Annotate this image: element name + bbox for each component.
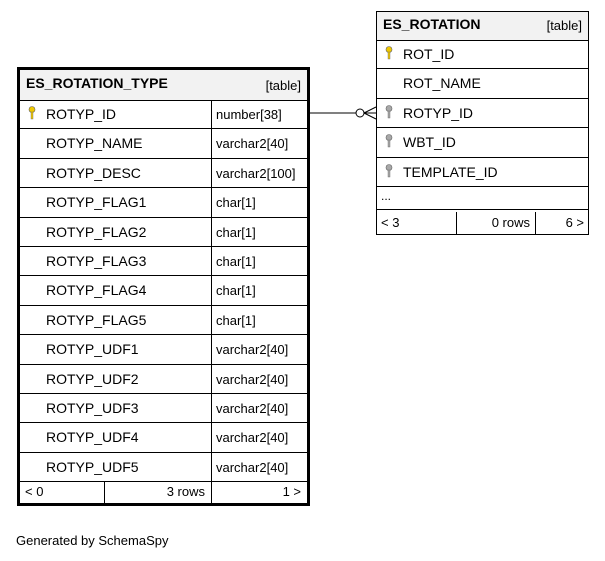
column-type: varchar2[40] bbox=[216, 459, 289, 475]
column-row[interactable]: ROTYP_ID number[38] bbox=[20, 100, 307, 130]
column-divider bbox=[211, 305, 212, 335]
column-name: ROTYP_UDF3 bbox=[46, 400, 139, 416]
column-name: ROTYP_DESC bbox=[46, 164, 141, 181]
foreign-key-icon bbox=[385, 163, 393, 177]
column-type: char[1] bbox=[216, 312, 256, 328]
column-divider bbox=[211, 100, 212, 129]
parent-count[interactable]: < 3 bbox=[381, 215, 400, 230]
table-es-rotation-type[interactable]: ES_ROTATION_TYPE [table] ROTYP_ID number[… bbox=[17, 67, 310, 506]
column-name: ROTYP_FLAG3 bbox=[46, 253, 147, 269]
column-row[interactable]: ROT_ID bbox=[377, 40, 588, 70]
generated-by-credit: Generated by SchemaSpy bbox=[16, 533, 169, 548]
column-row[interactable]: TEMPLATE_ID bbox=[377, 158, 588, 187]
table-header: ES_ROTATION_TYPE [table] bbox=[20, 70, 307, 101]
column-type: number[38] bbox=[216, 107, 282, 122]
column-row[interactable]: ROTYP_DESC varchar2[100] bbox=[20, 158, 307, 189]
column-type: char[1] bbox=[216, 283, 256, 299]
column-type: char[1] bbox=[216, 224, 256, 240]
column-row[interactable]: ROTYP_FLAG1 char[1] bbox=[20, 188, 307, 218]
table-kind: [table] bbox=[265, 78, 301, 93]
column-name: ROTYP_FLAG1 bbox=[46, 194, 147, 211]
column-divider bbox=[211, 217, 212, 246]
ellipsis: ... bbox=[381, 189, 392, 203]
column-name: ROTYP_ID bbox=[46, 106, 117, 122]
footer-divider bbox=[211, 481, 212, 503]
column-row[interactable]: WBT_ID bbox=[377, 128, 588, 158]
column-name: ROTYP_UDF2 bbox=[46, 370, 139, 387]
primary-key-icon bbox=[28, 106, 36, 120]
column-row[interactable]: ROTYP_FLAG5 char[1] bbox=[20, 305, 307, 336]
column-row[interactable]: ROTYP_UDF3 varchar2[40] bbox=[20, 394, 307, 424]
column-name: ROT_ID bbox=[403, 46, 455, 62]
column-row[interactable]: ROTYP_UDF2 varchar2[40] bbox=[20, 364, 307, 394]
primary-key-icon bbox=[385, 46, 393, 60]
column-row[interactable]: ROT_NAME bbox=[377, 69, 588, 99]
column-name: ROTYP_UDF5 bbox=[46, 458, 139, 475]
column-divider bbox=[211, 276, 212, 305]
column-divider bbox=[211, 188, 212, 217]
column-row[interactable]: ROTYP_NAME varchar2[40] bbox=[20, 129, 307, 159]
row-count: 3 rows bbox=[166, 484, 205, 499]
crowfoot-upper bbox=[363, 106, 377, 114]
column-divider bbox=[211, 247, 212, 276]
column-type: varchar2[100] bbox=[216, 165, 296, 181]
foreign-key-icon bbox=[385, 104, 393, 118]
table-name: ES_ROTATION bbox=[383, 16, 481, 32]
table-es-rotation[interactable]: ES_ROTATION [table] ROT_ID ROT_NAME ROTYP_… bbox=[376, 11, 589, 235]
crowfoot-lower bbox=[363, 112, 377, 120]
table-name: ES_ROTATION_TYPE bbox=[26, 75, 168, 91]
child-count[interactable]: 1 > bbox=[282, 484, 301, 499]
column-row[interactable]: ROTYP_FLAG3 char[1] bbox=[20, 247, 307, 277]
column-divider bbox=[211, 364, 212, 393]
column-type: varchar2[40] bbox=[216, 342, 289, 358]
column-row[interactable]: ROTYP_FLAG4 char[1] bbox=[20, 276, 307, 306]
parent-count[interactable]: < 0 bbox=[25, 484, 44, 499]
column-type: varchar2[40] bbox=[216, 430, 289, 446]
column-name: ROTYP_ID bbox=[403, 104, 474, 121]
column-type: char[1] bbox=[216, 254, 256, 269]
column-name: ROTYP_FLAG5 bbox=[46, 311, 147, 328]
column-name: ROTYP_UDF4 bbox=[46, 429, 139, 446]
foreign-key-icon bbox=[385, 134, 393, 148]
column-name: WBT_ID bbox=[403, 134, 456, 151]
table-footer: < 3 0 rows 6 > bbox=[377, 212, 588, 234]
column-divider bbox=[211, 129, 212, 158]
column-name: TEMPLATE_ID bbox=[403, 163, 498, 180]
row-count: 0 rows bbox=[491, 215, 530, 230]
column-row[interactable]: ROTYP_ID bbox=[377, 99, 588, 129]
column-type: varchar2[40] bbox=[216, 136, 289, 152]
table-kind: [table] bbox=[546, 18, 582, 33]
footer-divider bbox=[456, 212, 457, 234]
child-count[interactable]: 6 > bbox=[565, 215, 584, 230]
table-footer: < 0 3 rows 1 > bbox=[20, 481, 307, 503]
column-divider bbox=[211, 452, 212, 482]
column-divider bbox=[211, 394, 212, 423]
column-type: varchar2[40] bbox=[216, 371, 289, 387]
footer-divider bbox=[104, 481, 105, 503]
column-row[interactable]: ROTYP_FLAG2 char[1] bbox=[20, 217, 307, 247]
column-name: ROTYP_NAME bbox=[46, 135, 143, 152]
column-row[interactable]: ROTYP_UDF4 varchar2[40] bbox=[20, 423, 307, 453]
column-row[interactable]: ROTYP_UDF1 varchar2[40] bbox=[20, 335, 307, 365]
zero-optional-marker bbox=[355, 108, 365, 118]
more-columns: ... bbox=[377, 187, 588, 210]
column-divider bbox=[211, 335, 212, 364]
column-name: ROTYP_UDF1 bbox=[46, 341, 139, 358]
footer-divider bbox=[535, 212, 536, 234]
column-type: varchar2[40] bbox=[216, 401, 289, 416]
table-header: ES_ROTATION [table] bbox=[377, 12, 588, 41]
column-name: ROTYP_FLAG4 bbox=[46, 282, 147, 299]
column-divider bbox=[211, 423, 212, 452]
column-name: ROT_NAME bbox=[403, 75, 481, 92]
column-type: char[1] bbox=[216, 195, 256, 211]
column-row[interactable]: ROTYP_UDF5 varchar2[40] bbox=[20, 452, 307, 483]
column-name: ROTYP_FLAG2 bbox=[46, 223, 147, 240]
column-divider bbox=[211, 158, 212, 188]
